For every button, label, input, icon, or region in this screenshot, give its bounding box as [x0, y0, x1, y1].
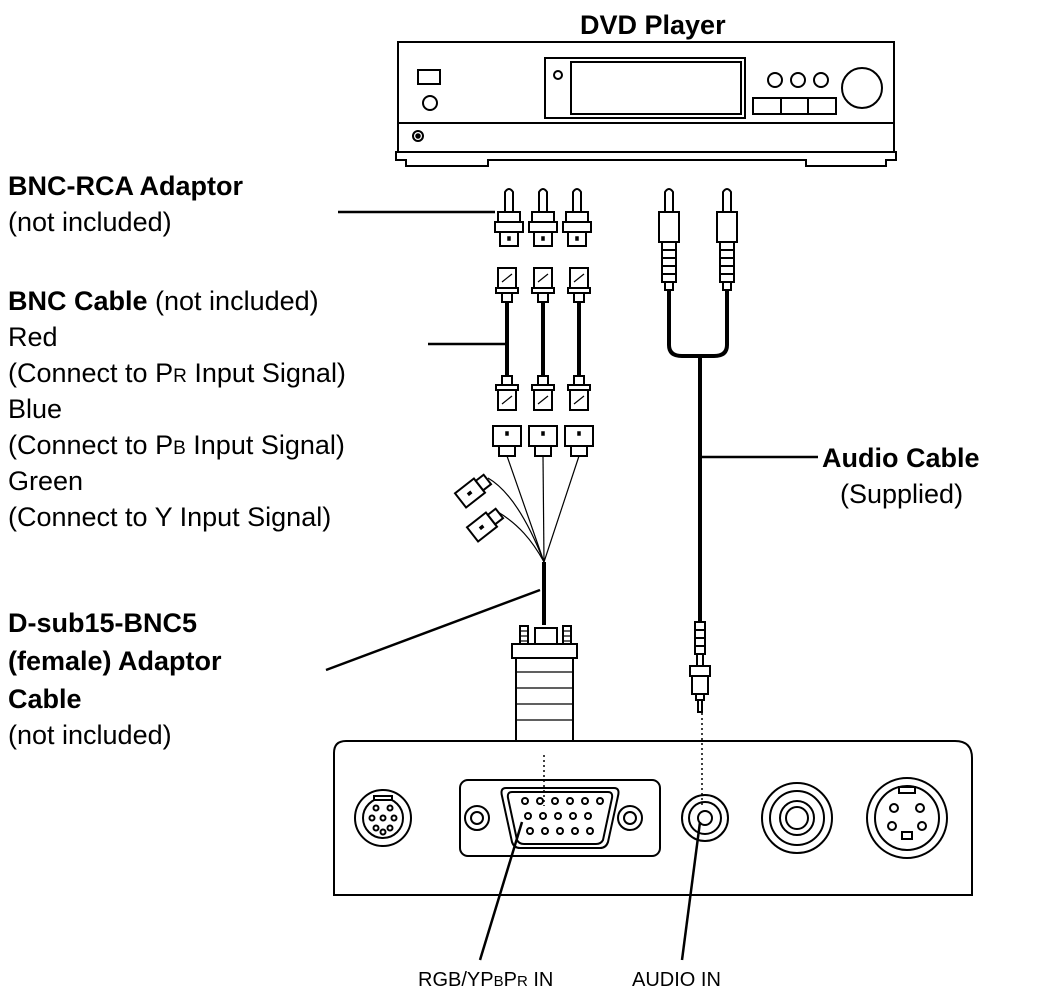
red-note-prefix: (Connect to P: [8, 358, 174, 388]
bnc-rca-adaptor-label: BNC-RCA Adaptor: [8, 171, 243, 201]
blue-note-prefix: (Connect to P: [8, 430, 174, 460]
dsub-adaptor-label-line2: (female) Adaptor: [8, 646, 222, 676]
video-port: [761, 782, 833, 854]
dsub-adaptor-label-line1: D-sub15-BNC5: [8, 608, 198, 638]
s-video-port: [866, 777, 948, 859]
dsub-adaptor-note: (not included): [8, 720, 172, 750]
blue-connect-note: (Connect to PB Input Signal): [8, 432, 345, 459]
rgb-label-sub-r: R: [516, 973, 528, 990]
rgb-label-part1: RGB/YP: [418, 969, 494, 991]
red-note-suffix: Input Signal): [186, 358, 346, 388]
audio-cable-label: Audio Cable: [822, 443, 980, 473]
dvd-player: [395, 41, 897, 167]
rgb-label-part3: IN: [527, 969, 554, 991]
bnc-rca-adaptors: [494, 188, 592, 247]
rgb-ypbpr-in-label: RGB/YPBPR IN: [418, 970, 553, 990]
mini-din-port: [354, 789, 412, 847]
audio-in-port: [681, 794, 729, 842]
pr-subscript: R: [173, 366, 187, 387]
blue-label: Blue: [8, 394, 63, 424]
rgb-ypbpr-port: [459, 779, 661, 857]
rgb-label-sub-b: B: [493, 973, 504, 990]
red-label: Red: [8, 322, 58, 352]
audio-cable: [658, 188, 738, 713]
audio-in-label: AUDIO IN: [632, 969, 721, 991]
audio-cable-note: (Supplied): [840, 479, 964, 509]
leader-lines: [325, 210, 818, 961]
pb-subscript: B: [173, 438, 186, 459]
red-connect-note: (Connect to PR Input Signal): [8, 360, 346, 387]
bnc-cable-note: (not included): [147, 286, 319, 316]
rgb-label-part2: P: [503, 969, 517, 991]
bnc-cable-label: BNC Cable: [8, 286, 148, 316]
dvd-player-title: DVD Player: [580, 10, 726, 40]
bnc-rca-adaptor-note: (not included): [8, 207, 172, 237]
bnc-cable-heading: BNC Cable (not included): [8, 288, 319, 315]
bnc-cables: [495, 267, 591, 411]
blue-note-suffix: Input Signal): [185, 430, 345, 460]
green-label: Green: [8, 466, 84, 496]
projector-input-panel: [333, 740, 973, 896]
green-connect-note: (Connect to Y Input Signal): [8, 502, 332, 532]
dsub-bnc5-adaptor-cable: [453, 425, 594, 755]
dsub-adaptor-label-line3: Cable: [8, 684, 82, 714]
